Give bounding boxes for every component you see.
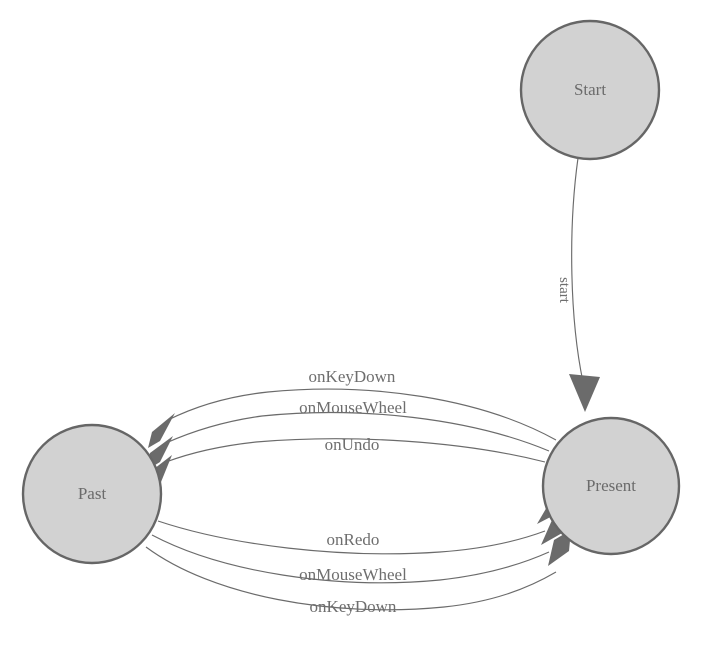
edge-present-to-past-onkeydown[interactable]: onKeyDown <box>148 367 557 448</box>
edge-label-present-to-past-onundo: onUndo <box>325 435 380 454</box>
edge-label-present-to-past-onkeydown: onKeyDown <box>309 367 396 386</box>
edge-past-to-present-onredo[interactable]: onRedo <box>157 492 567 555</box>
edge-present-to-past-onundo[interactable]: onUndo <box>147 435 546 490</box>
edge-present-to-past-onmousewheel[interactable]: onMouseWheel <box>147 398 550 470</box>
node-past[interactable]: Past <box>21 423 163 565</box>
node-past-circle <box>21 423 163 565</box>
edge-past-to-present-onredo-path <box>157 520 546 555</box>
node-past-label: Past <box>78 484 107 503</box>
node-start-circle <box>519 19 661 161</box>
edge-label-start: start <box>556 277 572 304</box>
edge-present-to-past-onkeydown-arrowhead <box>148 413 175 448</box>
node-present-circle <box>541 416 681 556</box>
node-present-label: Present <box>586 476 636 495</box>
edge-start-to-present[interactable]: start <box>556 157 600 412</box>
edge-present-to-past-onkeydown-path <box>167 388 557 441</box>
edge-past-to-present-onkeydown-arrowhead <box>548 530 571 566</box>
node-start-label: Start <box>574 80 606 99</box>
edge-label-past-to-present-onredo: onRedo <box>327 530 380 549</box>
edge-label-past-to-present-onmousewheel: onMouseWheel <box>299 565 407 584</box>
edge-past-to-present-onkeydown[interactable]: onKeyDown <box>145 530 571 616</box>
node-start[interactable]: Start <box>519 19 661 161</box>
edge-label-past-to-present-onkeydown: onKeyDown <box>310 597 397 616</box>
edge-past-to-present-onmousewheel-path <box>151 534 550 584</box>
edge-start-to-present-path <box>571 157 584 383</box>
edge-label-present-to-past-onmousewheel: onMouseWheel <box>299 398 407 417</box>
edge-past-to-present-onkeydown-path <box>145 546 557 611</box>
edge-start-to-present-arrowhead <box>569 374 600 412</box>
node-present[interactable]: Present <box>541 416 681 556</box>
edge-present-to-past-onmousewheel-path <box>165 412 550 452</box>
edge-present-to-past-onundo-path <box>165 438 546 463</box>
